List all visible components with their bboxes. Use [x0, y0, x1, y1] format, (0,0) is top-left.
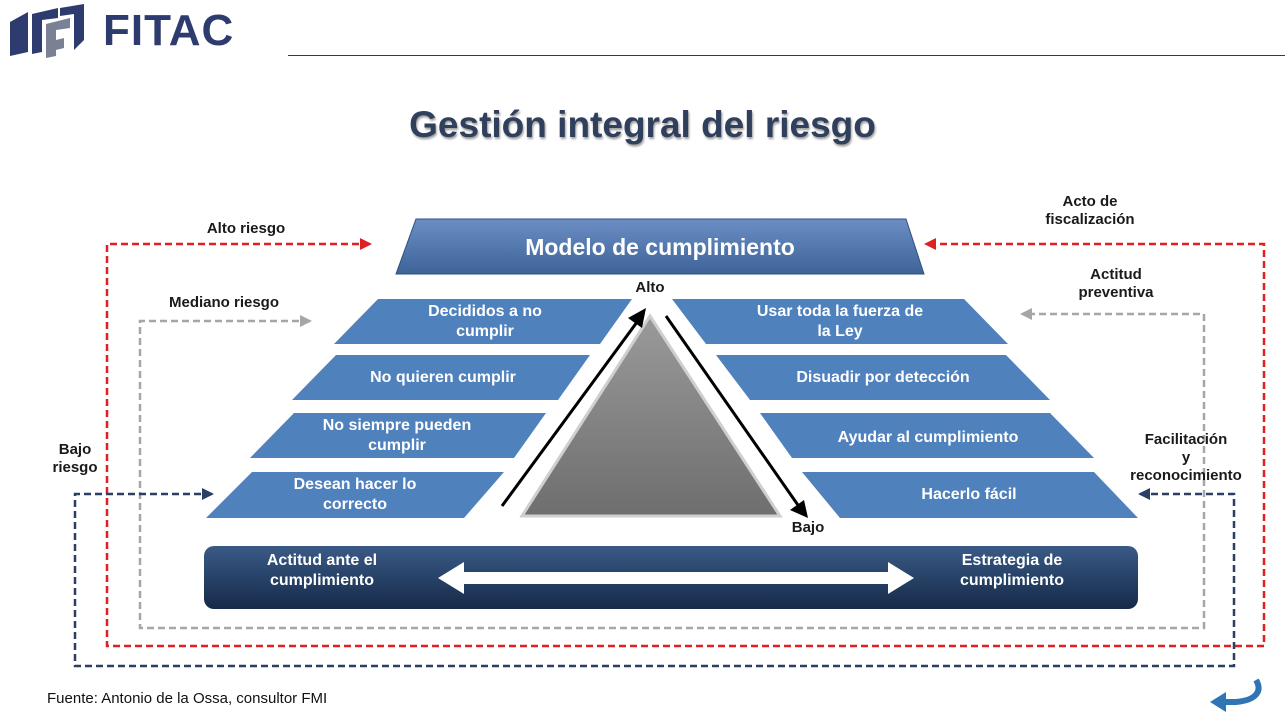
center-triangle [519, 313, 783, 518]
right-row-2 [716, 355, 1050, 400]
up-arrow-icon [628, 308, 646, 328]
bottom-left-label: Actitud ante el cumplimiento [266, 552, 378, 589]
navy-arrow-left-icon [202, 488, 214, 500]
page-title: Gestión integral del riesgo [409, 104, 876, 145]
alto-riesgo-label: Alto riesgo [206, 220, 286, 237]
left-row-1 [334, 299, 632, 344]
return-arrow-icon[interactable] [1210, 678, 1262, 712]
mediano-riesgo-label: Mediano riesgo [168, 294, 280, 311]
left-row-1-label: Decididos a no cumplir [428, 303, 542, 340]
gray-arrow-right-icon [1020, 308, 1032, 320]
top-bar-shape [395, 218, 925, 275]
source-caption: Fuente: Antonio de la Ossa, consultor FM… [47, 690, 328, 707]
up-arrow-line [500, 317, 642, 507]
acto-fiscalizacion-label: Acto de fiscalización [1045, 193, 1135, 228]
left-row-2-label: No quieren cumplir [370, 369, 516, 386]
bajo-label: Bajo [791, 519, 825, 536]
right-row-2-label: Disuadir por detección [796, 369, 970, 386]
right-row-1-label: Usar toda la fuerza de la Ley [756, 303, 924, 340]
left-row-2 [292, 355, 590, 400]
top-bar-label: Modelo de cumplimiento [525, 234, 795, 260]
gray-loop-line [138, 312, 1206, 630]
bottom-right-label: Estrategia de cumplimiento [959, 552, 1064, 589]
right-row-4-label: Hacerlo fácil [921, 486, 1017, 503]
double-arrow-right-icon [888, 562, 914, 594]
gray-arrow-left-icon [300, 315, 312, 327]
facilitacion-label: Facilitación y reconocimiento [1130, 431, 1242, 484]
actitud-preventiva-label: Actitud preventiva [1078, 266, 1154, 301]
left-row-4-label: Desean hacer lo correcto [293, 476, 417, 513]
double-arrow-left-icon [438, 562, 464, 594]
alto-label: Alto [635, 279, 665, 296]
left-row-4 [206, 472, 504, 518]
navy-loop-line [73, 492, 1236, 668]
brand-name: FITAC [103, 6, 235, 55]
down-arrow-icon [790, 500, 808, 518]
red-arrow-left-icon [360, 238, 372, 250]
right-row-1 [672, 299, 1008, 344]
red-loop-line [105, 242, 1266, 648]
red-arrow-right-icon [924, 238, 936, 250]
bajo-riesgo-label: Bajo riesgo [52, 441, 98, 476]
right-row-3-label: Ayudar al cumplimiento [837, 429, 1019, 446]
left-row-3 [250, 413, 546, 458]
down-arrow-line [664, 315, 802, 509]
navy-arrow-right-icon [1138, 488, 1150, 500]
right-row-3 [760, 413, 1094, 458]
fitac-logo-icon [10, 4, 84, 58]
header-divider [288, 55, 1285, 56]
right-row-4 [802, 472, 1138, 518]
left-row-3-label: No siempre pueden cumplir [322, 417, 472, 454]
